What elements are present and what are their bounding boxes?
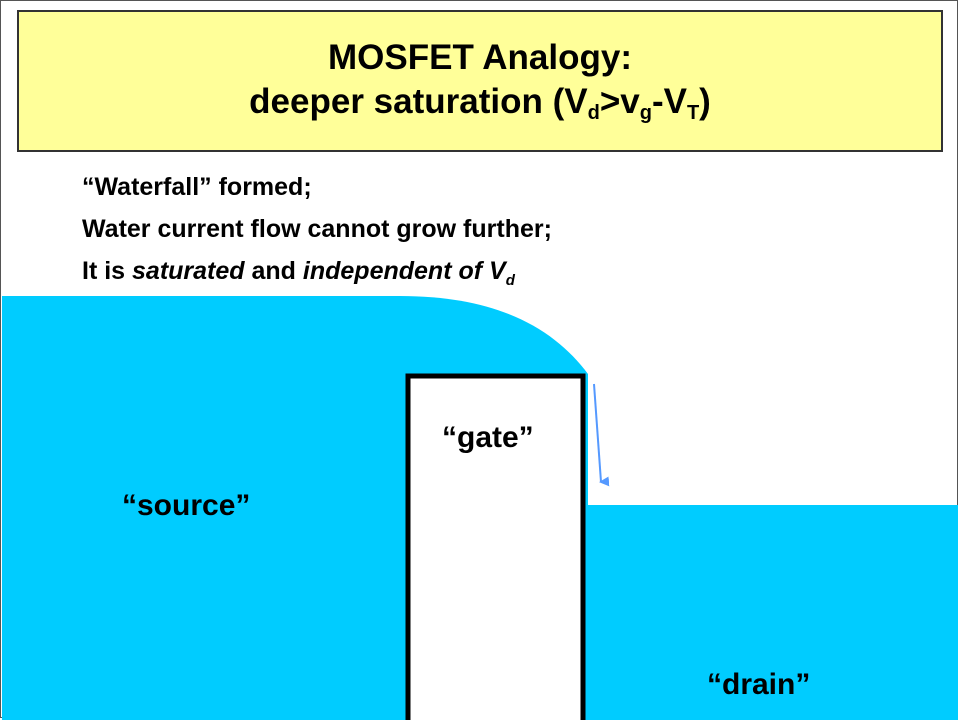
description-emphasis: saturated <box>132 257 245 285</box>
description-line-3: It is saturated and independent of Vd <box>82 250 552 302</box>
title-line-2: deeper saturation (Vd>vg-VT) <box>249 80 711 126</box>
description-line-1: “Waterfall” formed; <box>82 173 312 201</box>
gate-block <box>405 373 586 720</box>
description-emphasis: independent of V <box>302 257 506 285</box>
title-text: deeper saturation (V <box>249 81 588 121</box>
title-text: >v <box>599 81 640 121</box>
description-line-2: Water current flow cannot grow further; <box>82 215 552 243</box>
title-line-1: MOSFET Analogy: <box>328 38 632 78</box>
title-subscript: T <box>686 101 700 124</box>
title-box: MOSFET Analogy: deeper saturation (Vd>vg… <box>17 10 943 152</box>
title-subscript: d <box>587 101 600 124</box>
description-text-run: and <box>244 257 303 285</box>
drain-water <box>582 505 958 720</box>
waterfall-arrow <box>593 383 610 487</box>
source-label: “source” <box>122 489 251 522</box>
gate-label: “gate” <box>442 421 534 454</box>
title-text: -V <box>651 81 687 121</box>
description-text: “Waterfall” formed; Water current flow c… <box>82 166 552 302</box>
description-subscript: d <box>505 272 515 289</box>
description-text-run: It is <box>82 257 133 285</box>
drain-label: “drain” <box>707 668 811 701</box>
title-subscript: g <box>639 101 652 124</box>
title-text: ) <box>699 81 711 121</box>
